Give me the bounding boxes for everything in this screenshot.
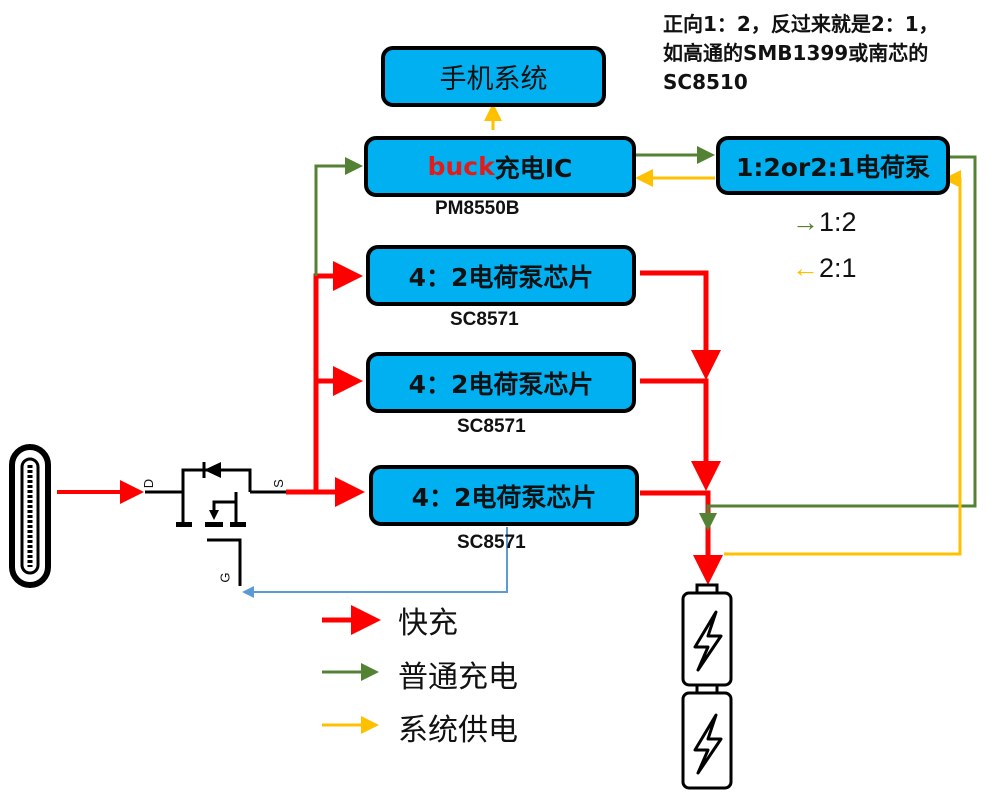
usb-c-port-icon	[9, 444, 51, 588]
legend-fast-charge: 快充	[398, 606, 458, 641]
legend-system-power: 系统供电	[398, 713, 518, 748]
normal-charge-wires	[314, 146, 977, 531]
pin-drain-label: D	[141, 478, 157, 489]
charge-pump-3-label: 4：2电荷泵芯片	[411, 482, 597, 512]
note-line-2: 如高通的SMB1399或南芯的	[663, 41, 929, 65]
pin-gate-label: G	[217, 572, 233, 583]
cp3-part-number: SC8571	[457, 532, 526, 553]
legend-normal-charge: 普通充电	[398, 660, 518, 695]
charge-pump-box-1: 4：2电荷泵芯片	[366, 245, 636, 306]
ratio-forward-label: 1:2	[819, 207, 857, 237]
cp1-part-number: SC8571	[450, 309, 519, 330]
phone-system-box: 手机系统	[381, 46, 606, 107]
lightning-icon	[693, 610, 723, 775]
gate-control-wire	[242, 527, 508, 598]
charge-pump-1-2-box: 1:2or2:1电荷泵	[716, 136, 950, 195]
mosfet-icon	[145, 462, 286, 586]
annotation-note: 正向1：2，反过来就是2：1， 如高通的SMB1399或南芯的 SC8510	[663, 10, 939, 97]
charge-pump-1-label: 4：2电荷泵芯片	[408, 262, 594, 292]
buck-label-prefix: buck	[427, 152, 495, 181]
charge-pump-1-2-label: 1:2or2:1电荷泵	[735, 152, 931, 182]
charge-pump-2-label: 4：2电荷泵芯片	[408, 369, 594, 399]
arrow-right-icon: →	[792, 207, 819, 237]
note-line-3: SC8510	[663, 70, 748, 94]
ratio-reverse: ←2:1	[792, 253, 857, 284]
note-line-1: 正向1：2，反过来就是2：1，	[663, 12, 939, 36]
arrow-left-icon: ←	[792, 253, 819, 283]
charge-pump-box-2: 4：2电荷泵芯片	[366, 352, 636, 413]
pin-source-label: S	[270, 479, 286, 488]
ratio-forward: →1:2	[792, 207, 857, 238]
cp2-part-number: SC8571	[457, 416, 526, 437]
battery-icon	[681, 583, 733, 790]
ratio-reverse-label: 2:1	[819, 253, 857, 283]
fast-charge-wires	[286, 261, 723, 585]
phone-system-label: 手机系统	[439, 64, 548, 95]
charge-pump-box-3: 4：2电荷泵芯片	[369, 465, 639, 526]
system-power-wires	[484, 103, 962, 556]
buck-label-suffix: 充电IC	[494, 153, 573, 183]
buck-part-number: PM8550B	[435, 198, 520, 219]
